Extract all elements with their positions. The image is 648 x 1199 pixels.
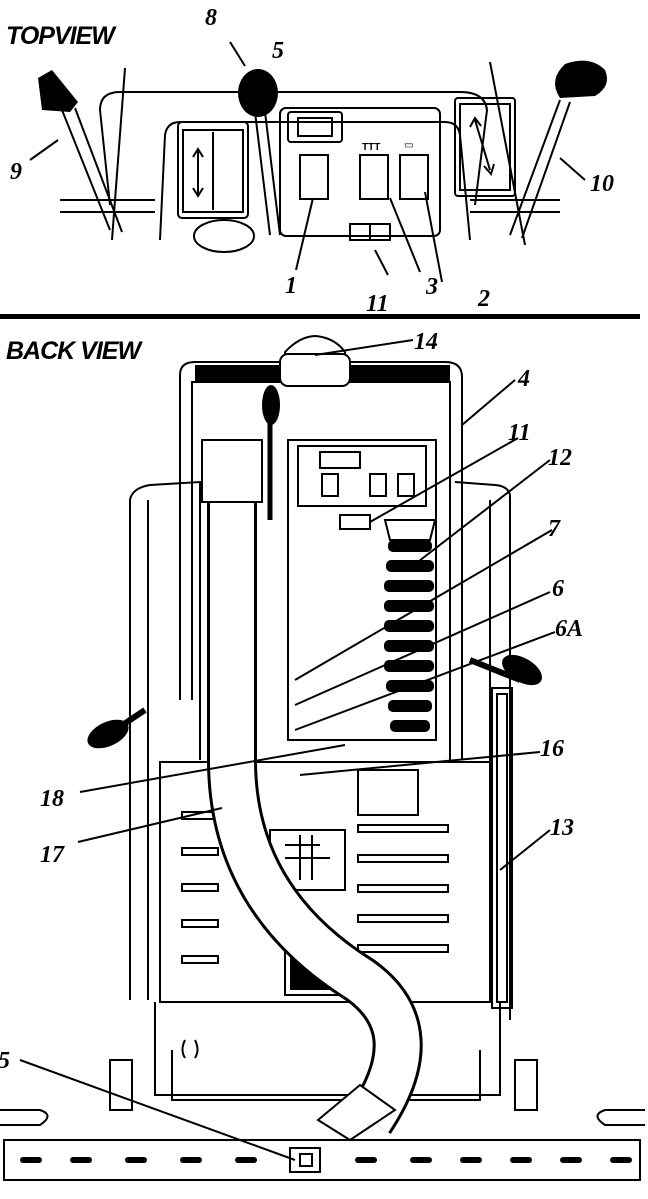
panel-symbol-right: ▭ <box>404 140 413 151</box>
right-lever-knob-icon <box>502 654 542 686</box>
callout-7: 7 <box>548 516 561 542</box>
callout-13: 13 <box>550 815 574 841</box>
callout-11-top: 11 <box>366 291 389 317</box>
back-view-drawing <box>0 361 645 1181</box>
callout-4: 4 <box>517 366 530 392</box>
panel-symbol-left: TTT <box>362 142 380 153</box>
callout-12: 12 <box>548 445 572 471</box>
callout-6a: 6A <box>555 616 583 642</box>
back-view-title: BACK VIEW <box>6 337 141 365</box>
spring-hose <box>384 540 434 732</box>
view-divider <box>0 314 640 319</box>
callout-10: 10 <box>590 171 614 197</box>
callout-17: 17 <box>40 842 65 868</box>
callout-3: 3 <box>425 274 438 300</box>
top-view-title: TOPVIEW <box>6 22 115 50</box>
lever-10-knob-icon <box>555 60 608 98</box>
callout-5-back: 5 <box>0 1048 10 1074</box>
callout-2: 2 <box>477 286 490 312</box>
callout-1: 1 <box>285 273 297 299</box>
callout-18: 18 <box>40 786 64 812</box>
left-lever-knob-icon <box>87 719 129 749</box>
callout-9: 9 <box>10 159 22 185</box>
center-lever-knob-icon <box>262 385 280 425</box>
lever-8-knob-icon <box>238 69 278 117</box>
callout-11-back: 11 <box>508 420 531 446</box>
callout-6: 6 <box>552 576 564 602</box>
callout-16: 16 <box>540 736 564 762</box>
callout-14: 14 <box>414 329 438 355</box>
callout-5-top: 5 <box>272 38 284 64</box>
top-view-drawing <box>60 61 571 253</box>
lever-9-knob-icon <box>38 70 78 112</box>
callout-8: 8 <box>205 5 217 31</box>
